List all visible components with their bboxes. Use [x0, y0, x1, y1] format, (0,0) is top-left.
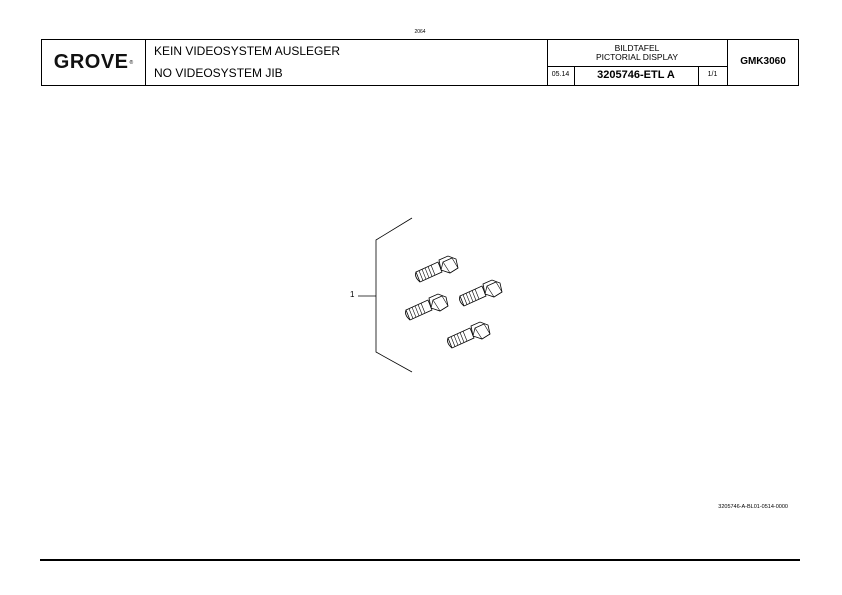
pictorial-label-english: PICTORIAL DISPLAY: [595, 52, 679, 62]
divider: [145, 40, 146, 85]
divider: [547, 66, 727, 67]
title-block: GROVE® KEIN VIDEOSYSTEM AUSLEGER NO VIDE…: [41, 39, 799, 86]
bolt-illustration: [358, 217, 503, 373]
logo-text: GROVE: [53, 51, 129, 73]
sheet-number: 1/1: [707, 71, 718, 78]
bracket-line: [375, 217, 413, 373]
hex-bolt-1: [415, 255, 459, 283]
divider: [547, 40, 548, 85]
hex-bolt-2: [459, 279, 503, 307]
drawing-id: 3205746-A-BL01-0514-0000: [718, 504, 788, 510]
bottom-rule: [40, 559, 800, 561]
item-callout: 1: [350, 290, 355, 299]
model-name: GMK3060: [740, 56, 786, 67]
divider: [574, 66, 575, 85]
title-english: NO VIDEOSYSTEM JIB: [154, 66, 283, 80]
part-number: 3205746-ETL A: [597, 69, 675, 81]
grove-logo: GROVE®: [42, 40, 145, 85]
hex-bolt-4: [447, 321, 491, 349]
hex-bolt-3: [405, 293, 449, 321]
pictorial-label-german: BILDTAFEL: [614, 43, 660, 53]
divider: [727, 40, 728, 85]
divider: [698, 66, 699, 85]
page-number: 2064: [414, 29, 426, 35]
registered-mark: ®: [129, 59, 134, 66]
title-german: KEIN VIDEOSYSTEM AUSLEGER: [154, 44, 341, 58]
date-field: 05.14: [551, 71, 570, 78]
